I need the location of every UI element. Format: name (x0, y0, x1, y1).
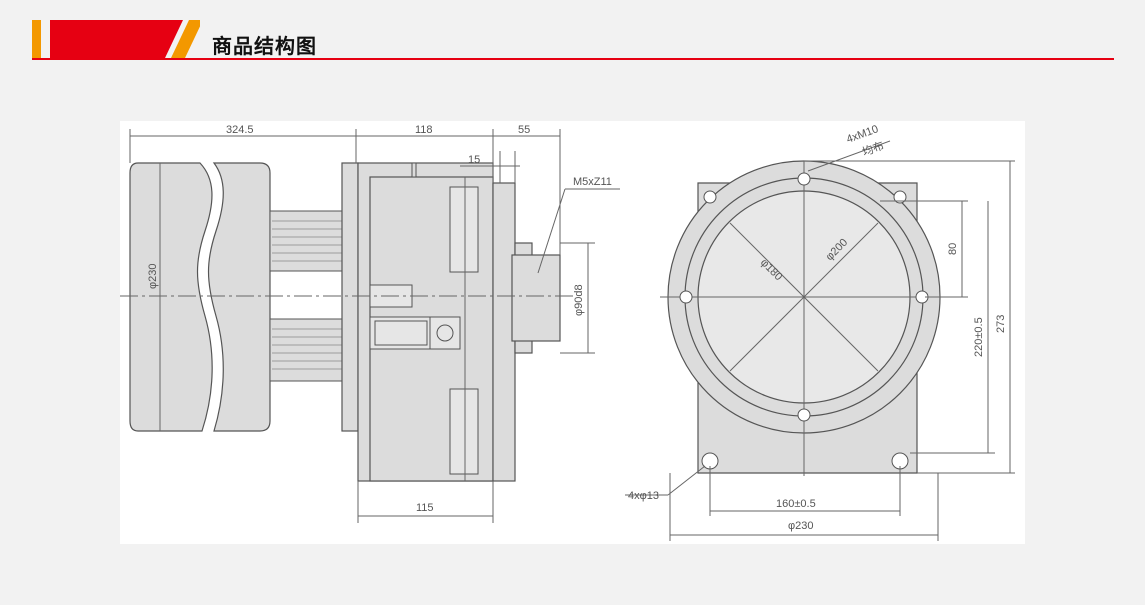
dim-flange: 118 (415, 124, 433, 136)
dim-160: 160±0.5 (776, 498, 816, 510)
dim-shaft-diameter: φ90d8 (573, 284, 585, 316)
dim-80: 80 (947, 243, 959, 255)
dim-base: 115 (416, 502, 434, 514)
flange-plate (341, 162, 359, 432)
orange-slash-shape (171, 20, 200, 58)
front-view: φ180 φ200 4xM10 均布 80 220±0.5 273 160±0.… (625, 123, 1015, 541)
dim-230: φ230 (788, 520, 814, 532)
dim-holes: 4xφ13 (628, 490, 659, 502)
drawing-panel: 324.5 118 55 15 115 φ230 φ90d8 (120, 121, 1025, 544)
page-title: 商品结构图 (212, 34, 317, 58)
dim-offset: 15 (468, 154, 480, 166)
side-view: 324.5 118 55 15 115 φ230 φ90d8 (120, 124, 620, 523)
title-underline (32, 58, 1114, 60)
dim-shaft-length: 55 (518, 124, 530, 136)
orange-bar-icon (32, 20, 41, 58)
dim-bolts-note: 均布 (861, 139, 886, 159)
structure-drawing: 324.5 118 55 15 115 φ230 φ90d8 (120, 123, 1015, 541)
section-header: 商品结构图 (0, 0, 1145, 70)
red-banner-shape (50, 20, 183, 58)
header-decoration (32, 20, 200, 58)
cooling-fins (269, 210, 343, 382)
dim-shaft-key: M5xZ11 (573, 176, 612, 188)
drum-left-part (129, 162, 213, 432)
drum-right-part (207, 162, 271, 432)
dim-273: 273 (995, 315, 1007, 333)
dim-total-length: 324.5 (226, 124, 254, 136)
dim-diameter: φ230 (147, 264, 159, 290)
dim-220: 220±0.5 (973, 317, 985, 357)
output-shaft (511, 254, 561, 342)
